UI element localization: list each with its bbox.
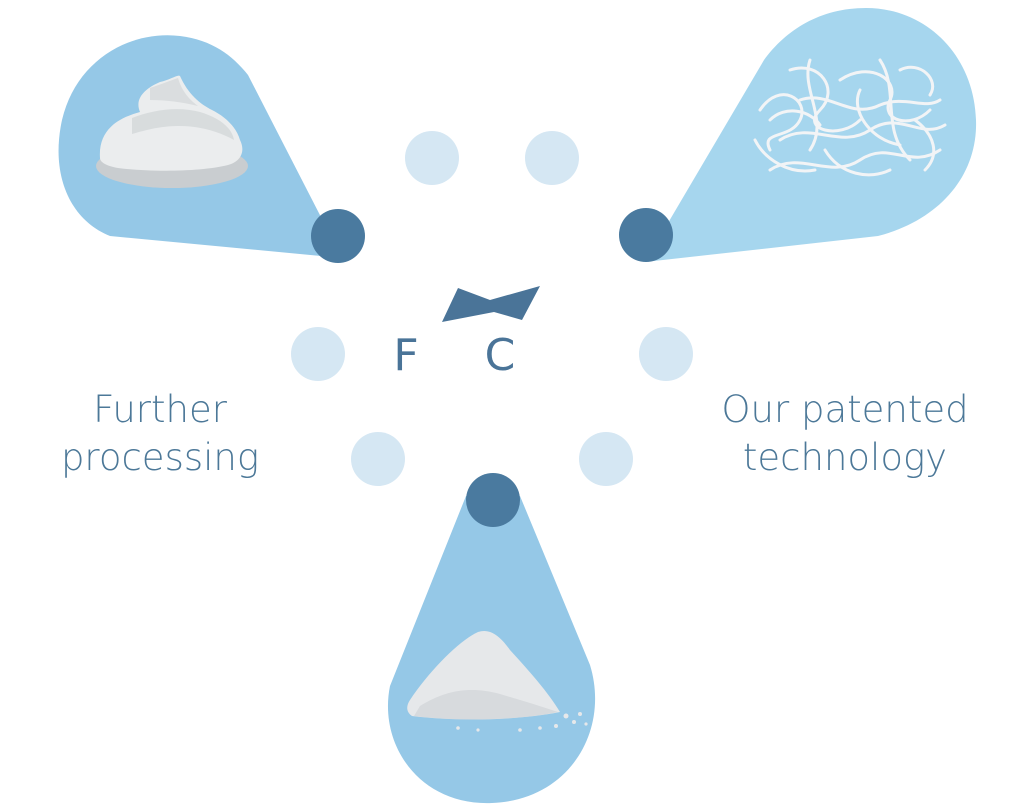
petal-top-right-shape [645, 8, 977, 262]
hub-top-right [619, 208, 673, 262]
hub-bottom [466, 473, 520, 527]
fibers-icon [753, 58, 947, 177]
petal-top-left [58, 35, 365, 263]
logo-letter-f: F [393, 330, 418, 381]
ring-dot [525, 131, 579, 185]
label-line: Further [93, 388, 227, 431]
dot-ring [291, 131, 693, 486]
ring-dot [351, 432, 405, 486]
ring-dot [291, 327, 345, 381]
label-line: Our patented [721, 388, 969, 431]
label-line: processing [60, 436, 260, 479]
whipped-cream-icon [96, 75, 248, 188]
logo-mark-icon [442, 286, 540, 322]
fc-logo: F C [393, 286, 540, 381]
hub-top-left [311, 209, 365, 263]
ring-dot [405, 131, 459, 185]
label-patented-technology: Our patented technology [710, 386, 980, 482]
petal-top-right [619, 8, 977, 262]
ring-dot [579, 432, 633, 486]
logo-letter-c: C [485, 330, 516, 381]
label-line: technology [742, 436, 948, 479]
petal-bottom [387, 473, 596, 804]
ring-dot [639, 327, 693, 381]
label-further-processing: Further processing [40, 386, 280, 482]
powder-pile-icon [407, 630, 588, 732]
